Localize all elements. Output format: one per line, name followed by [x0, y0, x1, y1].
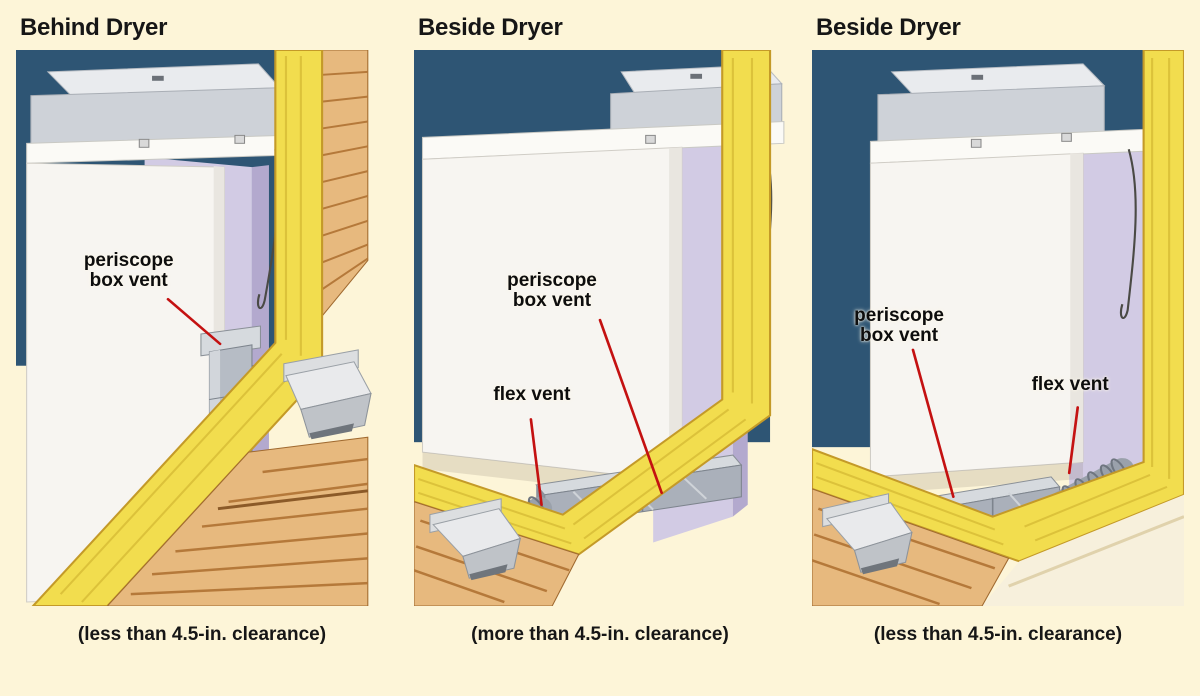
panel-behind-dryer: Behind Dryer: [16, 10, 388, 646]
lid-hinge: [234, 134, 246, 144]
panel-caption: (less than 4.5-in. clearance): [873, 624, 1123, 645]
panel-beside-dryer-more: Beside Dryer: [414, 10, 786, 646]
dryer-shadow: [870, 462, 1084, 494]
panel-title: Beside Dryer: [816, 14, 961, 41]
console-button: [690, 73, 703, 79]
beside-dryer-less-art: [812, 50, 1184, 606]
beside-dryer-more-illustration: periscope box vent flex vent: [414, 50, 786, 606]
panel-beside-dryer-less: Beside Dryer: [812, 10, 1184, 646]
console-button: [971, 74, 984, 80]
beside-dryer-more-art: [414, 50, 785, 606]
dryer-body-shade: [1070, 153, 1084, 465]
label-flex-vent: flex vent: [1031, 373, 1109, 395]
wood-planks: [106, 436, 369, 606]
dryer: [869, 63, 1145, 494]
label-line: periscope: [83, 250, 174, 272]
label-line: periscope: [854, 305, 944, 327]
lid-hinge: [645, 134, 656, 144]
label-line: periscope: [507, 270, 597, 292]
dryer-top-lip: [421, 120, 785, 160]
label-line: flex vent: [493, 384, 571, 406]
leader-line-periscope: [911, 348, 955, 499]
label-periscope-box-vent: periscope box vent: [84, 251, 174, 291]
exterior-sill: [982, 494, 1184, 606]
dryer-body: [421, 146, 683, 483]
vent-hood: [822, 493, 913, 575]
label-periscope-box-vent: periscope box vent: [854, 306, 944, 346]
vent-hood: [283, 349, 372, 440]
leader-line-periscope: [166, 297, 222, 346]
leader-line-periscope: [598, 318, 663, 495]
lid-hinge: [970, 138, 982, 148]
insulation-band: [414, 50, 772, 556]
lid-hinge: [1061, 132, 1072, 142]
wood-siding: [321, 50, 369, 318]
panel-title: Beside Dryer: [418, 14, 563, 41]
behind-dryer-illustration: periscope box vent: [16, 50, 388, 606]
label-line: box vent: [859, 325, 939, 347]
vent-hood: [429, 498, 522, 581]
leader-line-flex: [1067, 406, 1080, 475]
label-line: box vent: [89, 270, 168, 292]
label-line: flex vent: [1031, 373, 1109, 395]
label-periscope-box-vent: periscope box vent: [507, 271, 597, 311]
label-flex-vent: flex vent: [493, 385, 570, 405]
beside-dryer-less-illustration: periscope box vent flex vent: [812, 50, 1184, 606]
lid-hinge: [138, 138, 150, 148]
insulation-band: [812, 50, 1184, 563]
panel-caption: (more than 4.5-in. clearance): [471, 624, 729, 645]
console-button: [152, 75, 164, 81]
dryer: [421, 64, 785, 499]
behind-dryer-art: [16, 50, 372, 606]
power-cord: [1119, 149, 1137, 320]
dryer-body-shade: [669, 147, 682, 484]
leader-line-flex: [529, 418, 543, 506]
insulation-band: [31, 50, 324, 606]
panel-title: Behind Dryer: [20, 14, 168, 41]
label-line: box vent: [512, 290, 592, 312]
dryer-vent-diagram: Behind Dryer: [16, 10, 1184, 646]
panel-caption: (less than 4.5-in. clearance): [77, 624, 327, 645]
